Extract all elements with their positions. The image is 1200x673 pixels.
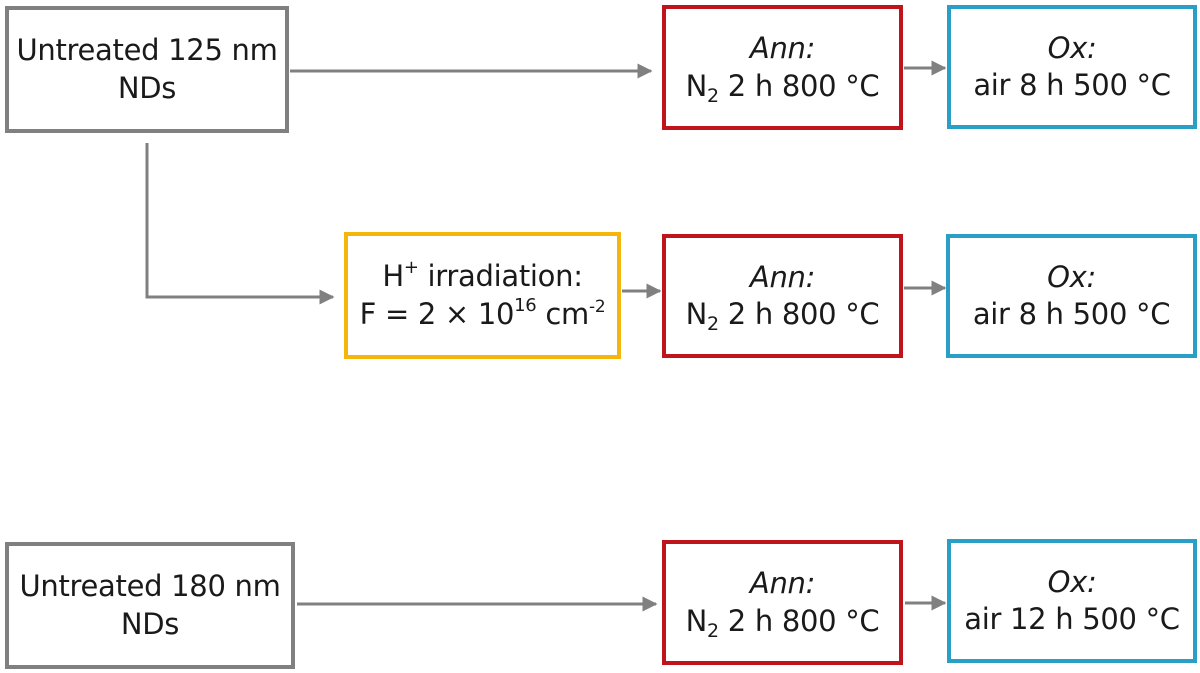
row3-oxidation-box: Ox: air 12 h 500 °C xyxy=(947,539,1197,663)
row1-ann-label: Ann: xyxy=(749,31,816,66)
untreated-125nm-box: Untreated 125 nm NDs xyxy=(5,6,289,133)
row2-ox-condition: air 8 h 500 °C xyxy=(972,297,1171,331)
row2-ox-label: Ox: xyxy=(1047,259,1096,294)
row2-ann-label: Ann: xyxy=(749,259,816,294)
untreated-180nm-line1: Untreated 180 nm xyxy=(19,569,281,604)
row2-oxidation-box: Ox: air 8 h 500 °C xyxy=(946,234,1197,358)
row3-ann-label: Ann: xyxy=(749,566,816,601)
row2-ann-condition: N2 2 h 800 °C xyxy=(685,297,880,335)
row2-annealing-box: Ann: N2 2 h 800 °C xyxy=(662,234,903,358)
row1-oxidation-box: Ox: air 8 h 500 °C xyxy=(947,5,1197,129)
row1-ox-condition: air 8 h 500 °C xyxy=(973,68,1171,102)
arrow-row1-start-to-irradiation xyxy=(145,143,335,305)
row1-annealing-box: Ann: N2 2 h 800 °C xyxy=(662,5,903,130)
row3-ox-label: Ox: xyxy=(1047,564,1097,599)
irradiation-label: H+ irradiation: xyxy=(382,257,583,294)
untreated-125nm-line1: Untreated 125 nm xyxy=(16,33,278,68)
untreated-180nm-box: Untreated 180 nm NDs xyxy=(5,542,295,669)
row3-ann-condition: N2 2 h 800 °C xyxy=(685,603,880,642)
untreated-125nm-line2: NDs xyxy=(117,70,177,105)
untreated-180nm-line2: NDs xyxy=(120,606,180,641)
row3-ox-condition: air 12 h 500 °C xyxy=(964,602,1180,636)
proton-irradiation-box: H+ irradiation: F = 2 × 1016 cm-2 xyxy=(344,232,621,359)
row3-annealing-box: Ann: N2 2 h 800 °C xyxy=(662,540,903,665)
row1-ann-condition: N2 2 h 800 °C xyxy=(685,68,880,107)
irradiation-fluence: F = 2 × 1016 cm-2 xyxy=(359,294,606,331)
row1-ox-label: Ox: xyxy=(1047,30,1097,65)
